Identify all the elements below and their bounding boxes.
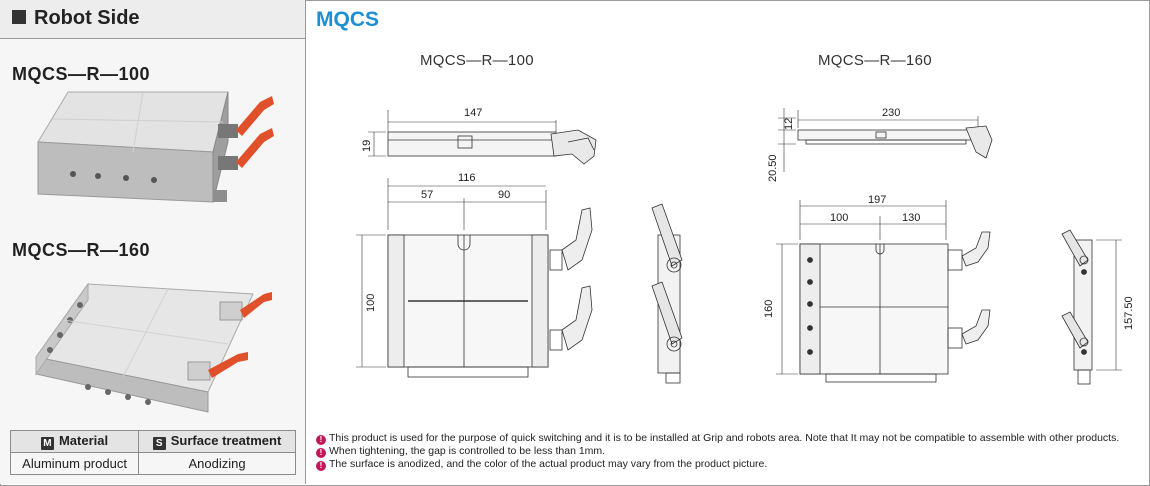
- side-profile-100: [651, 203, 683, 384]
- dim-130: 130: [902, 212, 920, 224]
- bulb-icon: !: [316, 435, 326, 445]
- square-bullet-icon: [12, 10, 26, 24]
- dim-160: 160: [763, 300, 775, 318]
- side-view-100: [368, 110, 597, 165]
- note-2: !When tightening, the gap is controlled …: [316, 445, 1119, 458]
- product-photo-160: [35, 282, 272, 413]
- side-view-160: [778, 108, 993, 172]
- technical-drawing: 147 19 116 57 90 100: [356, 107, 1135, 385]
- material-badge-icon: M: [40, 437, 54, 450]
- dim-57: 57: [421, 189, 433, 201]
- robot-side-header: Robot Side: [0, 0, 305, 39]
- front-view-100: [356, 178, 593, 378]
- dim-197: 197: [868, 194, 886, 206]
- model-label-100: MQCS—R—100: [12, 64, 151, 84]
- dim-116: 116: [458, 172, 476, 184]
- front-view-160: [776, 200, 991, 383]
- dim-157-50: 157.50: [1123, 296, 1135, 330]
- product-photo-100: [37, 91, 274, 203]
- dim-100b: 100: [830, 212, 848, 224]
- dim-12: 12: [783, 118, 795, 130]
- dim-20-50: 20.50: [767, 154, 779, 182]
- drawing-label-100: MQCS—R—100: [420, 52, 534, 69]
- robot-side-panel: Robot Side MQCS—R—100 MQCS—R—160: [0, 0, 306, 484]
- surface-value: Anodizing: [138, 452, 296, 475]
- bulb-icon: !: [316, 448, 326, 458]
- note-3: !The surface is anodized, and the color …: [316, 458, 1119, 471]
- section-title: MQCS: [316, 8, 379, 31]
- surface-badge-icon: S: [152, 437, 166, 450]
- robot-side-title: Robot Side: [12, 7, 140, 30]
- dim-19: 19: [361, 140, 373, 152]
- dim-230: 230: [882, 107, 900, 119]
- model-label-160: MQCS—R—160: [12, 240, 151, 260]
- notes: !This product is used for the purpose of…: [316, 432, 1119, 471]
- bulb-icon: !: [316, 461, 326, 471]
- dim-100: 100: [365, 294, 377, 312]
- dim-90: 90: [498, 189, 510, 201]
- material-value: Aluminum product: [9, 452, 140, 475]
- note-1: !This product is used for the purpose of…: [316, 432, 1119, 445]
- drawing-label-160: MQCS—R—160: [818, 52, 932, 69]
- dim-147: 147: [464, 107, 482, 119]
- side-profile-160: [1061, 229, 1122, 385]
